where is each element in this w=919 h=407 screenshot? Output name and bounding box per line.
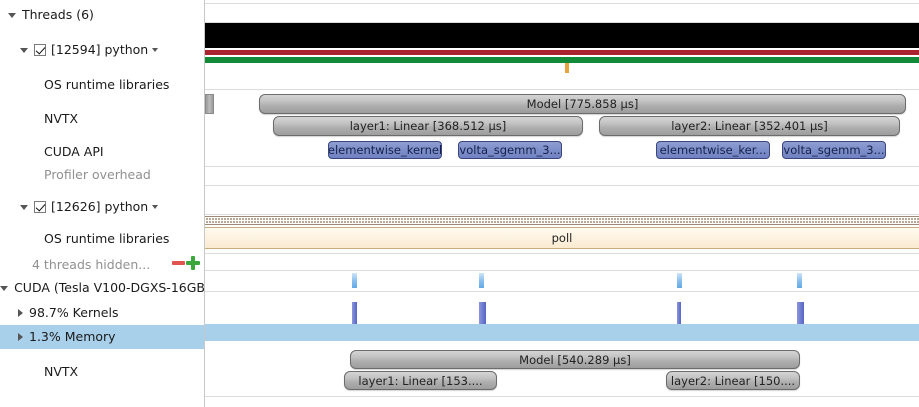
- tree-row-cuda-device[interactable]: CUDA (Tesla V100-DGXS-16GB: [0, 276, 205, 300]
- row-separator: [205, 214, 919, 215]
- chevron-right-icon[interactable]: [18, 333, 23, 341]
- tree-row-kernels[interactable]: 98.7% Kernels: [0, 301, 204, 325]
- cuda-api-bar-label: elementwise_kernel: [328, 143, 442, 157]
- poll-band-label: poll: [551, 231, 573, 245]
- nvtx-layer1-bar-top-label: layer1: Linear [368.512 µs]: [349, 119, 507, 133]
- memory-track-selected-row[interactable]: [205, 324, 919, 341]
- tree-label-nvtx-1: NVTX: [44, 110, 79, 126]
- tree-row-os-runtime-libraries-1[interactable]: OS runtime libraries: [0, 73, 204, 97]
- tree-row-nvtx-1[interactable]: NVTX: [0, 107, 204, 131]
- hidden-threads-controls[interactable]: [172, 256, 200, 270]
- os-runtime-black-strip[interactable]: [205, 23, 919, 48]
- chevron-down-icon[interactable]: [8, 12, 16, 18]
- tree-row-threads[interactable]: Threads (6): [0, 3, 204, 27]
- chevron-down-icon[interactable]: [0, 285, 9, 291]
- thread-12626-checkbox[interactable]: [34, 201, 46, 213]
- timeline-tracks-panel[interactable]: Model [775.858 µs] layer1: Linear [368.5…: [205, 0, 919, 407]
- tree-label-thread-12594: [12594] python: [51, 41, 149, 57]
- minus-icon[interactable]: [172, 261, 185, 265]
- nvtx-red-strip[interactable]: [205, 50, 919, 55]
- cuda-memory-tick[interactable]: [479, 302, 486, 324]
- cuda-api-bar-elementwise-kernel-2[interactable]: elementwise_ker...: [656, 141, 770, 159]
- chevron-right-icon[interactable]: [18, 309, 23, 317]
- cuda-api-bar-volta-sgemm-1[interactable]: volta_sgemm_3...: [458, 141, 562, 159]
- os-runtime-hatch-band[interactable]: [205, 216, 919, 225]
- row-separator: [205, 22, 919, 23]
- tree-label-memory: 1.3% Memory: [29, 328, 116, 344]
- row-separator: [205, 185, 919, 186]
- tree-label-thread-12626: [12626] python: [51, 198, 149, 214]
- chevron-down-icon[interactable]: [152, 205, 159, 209]
- nvtx-model-bar-bottom-label: Model [540.289 µs]: [519, 352, 631, 367]
- tree-label-os-runtime-libraries-2: OS runtime libraries: [44, 230, 170, 246]
- tree-label-kernels: 98.7% Kernels: [29, 304, 119, 320]
- timeline-tree-panel[interactable]: Threads (6) [12594] python OS runtime li…: [0, 0, 205, 407]
- cuda-kernel-tick[interactable]: [352, 273, 357, 288]
- tree-label-cuda-api: CUDA API: [44, 143, 104, 159]
- cuda-memory-tick[interactable]: [797, 302, 804, 324]
- nvtx-layer1-bar-top[interactable]: layer1: Linear [368.512 µs]: [273, 116, 583, 136]
- tree-row-profiler-overhead[interactable]: Profiler overhead: [0, 163, 204, 187]
- row-separator: [205, 291, 919, 292]
- nvtx-layer2-bar-bottom[interactable]: layer2: Linear [150....: [666, 371, 800, 390]
- profiler-overhead-tick[interactable]: [565, 63, 569, 73]
- tree-label-nvtx-2: NVTX: [44, 363, 79, 379]
- tree-row-thread-12626[interactable]: [12626] python: [0, 195, 204, 219]
- cuda-memory-tick[interactable]: [352, 302, 357, 324]
- tree-row-os-runtime-libraries-2[interactable]: OS runtime libraries: [0, 227, 204, 251]
- plus-icon[interactable]: [186, 256, 200, 270]
- row-separator: [205, 166, 919, 167]
- nvtx-model-bar-top[interactable]: Model [775.858 µs]: [259, 94, 906, 114]
- tree-label-threads-hidden: 4 threads hidden...: [32, 256, 151, 272]
- cuda-memory-tick[interactable]: [677, 302, 681, 324]
- cuda-kernel-tick[interactable]: [479, 273, 484, 288]
- nvtx-model-bar-top-label: Model [775.858 µs]: [526, 97, 639, 111]
- nvtx-layer2-bar-bottom-label: layer2: Linear [150....: [670, 373, 796, 388]
- tree-label-os-runtime-libraries-1: OS runtime libraries: [44, 76, 170, 92]
- row-separator: [205, 396, 919, 397]
- cuda-api-bar-label: elementwise_ker...: [659, 143, 767, 157]
- nvtx-layer1-bar-bottom-label: layer1: Linear [153....: [358, 373, 483, 388]
- tree-row-nvtx-2[interactable]: NVTX: [0, 360, 204, 384]
- row-separator: [205, 270, 919, 271]
- tree-row-cuda-api[interactable]: CUDA API: [0, 140, 204, 164]
- row-separator: [205, 253, 919, 254]
- tree-row-thread-12594[interactable]: [12594] python: [0, 38, 204, 62]
- row-separator: [205, 89, 919, 90]
- tree-label-profiler-overhead: Profiler overhead: [44, 166, 151, 182]
- cuda-kernel-tick[interactable]: [677, 273, 682, 288]
- nvtx-layer2-bar-top[interactable]: layer2: Linear [352.401 µs]: [599, 116, 900, 136]
- tree-label-cuda-device: CUDA (Tesla V100-DGXS-16GB: [14, 279, 205, 295]
- nvtx-model-bar-bottom[interactable]: Model [540.289 µs]: [350, 350, 800, 369]
- nvtx-layer1-bar-bottom[interactable]: layer1: Linear [153....: [344, 371, 497, 390]
- cuda-api-bar-label: volta_sgemm_3...: [459, 143, 561, 157]
- tree-row-memory[interactable]: 1.3% Memory: [0, 325, 204, 349]
- cuda-api-bar-elementwise-kernel-1[interactable]: elementwise_kernel: [328, 141, 442, 159]
- poll-band[interactable]: poll: [205, 227, 919, 249]
- chevron-down-icon[interactable]: [20, 204, 28, 210]
- cuda-api-bar-label: volta_sgemm_3...: [783, 143, 885, 157]
- cuda-kernel-tick[interactable]: [797, 273, 802, 288]
- tree-row-threads-hidden[interactable]: 4 threads hidden...: [0, 253, 204, 277]
- chevron-down-icon[interactable]: [20, 47, 28, 53]
- nvtx-layer2-bar-top-label: layer2: Linear [352.401 µs]: [671, 119, 828, 133]
- cuda-api-green-strip[interactable]: [205, 57, 919, 63]
- tree-label-threads: Threads (6): [22, 6, 94, 22]
- thread-12594-checkbox[interactable]: [34, 44, 46, 56]
- row-separator: [205, 3, 919, 4]
- horizontal-scroll-nub[interactable]: [205, 94, 214, 114]
- chevron-down-icon[interactable]: [152, 48, 159, 52]
- cuda-api-bar-volta-sgemm-2[interactable]: volta_sgemm_3...: [782, 141, 886, 159]
